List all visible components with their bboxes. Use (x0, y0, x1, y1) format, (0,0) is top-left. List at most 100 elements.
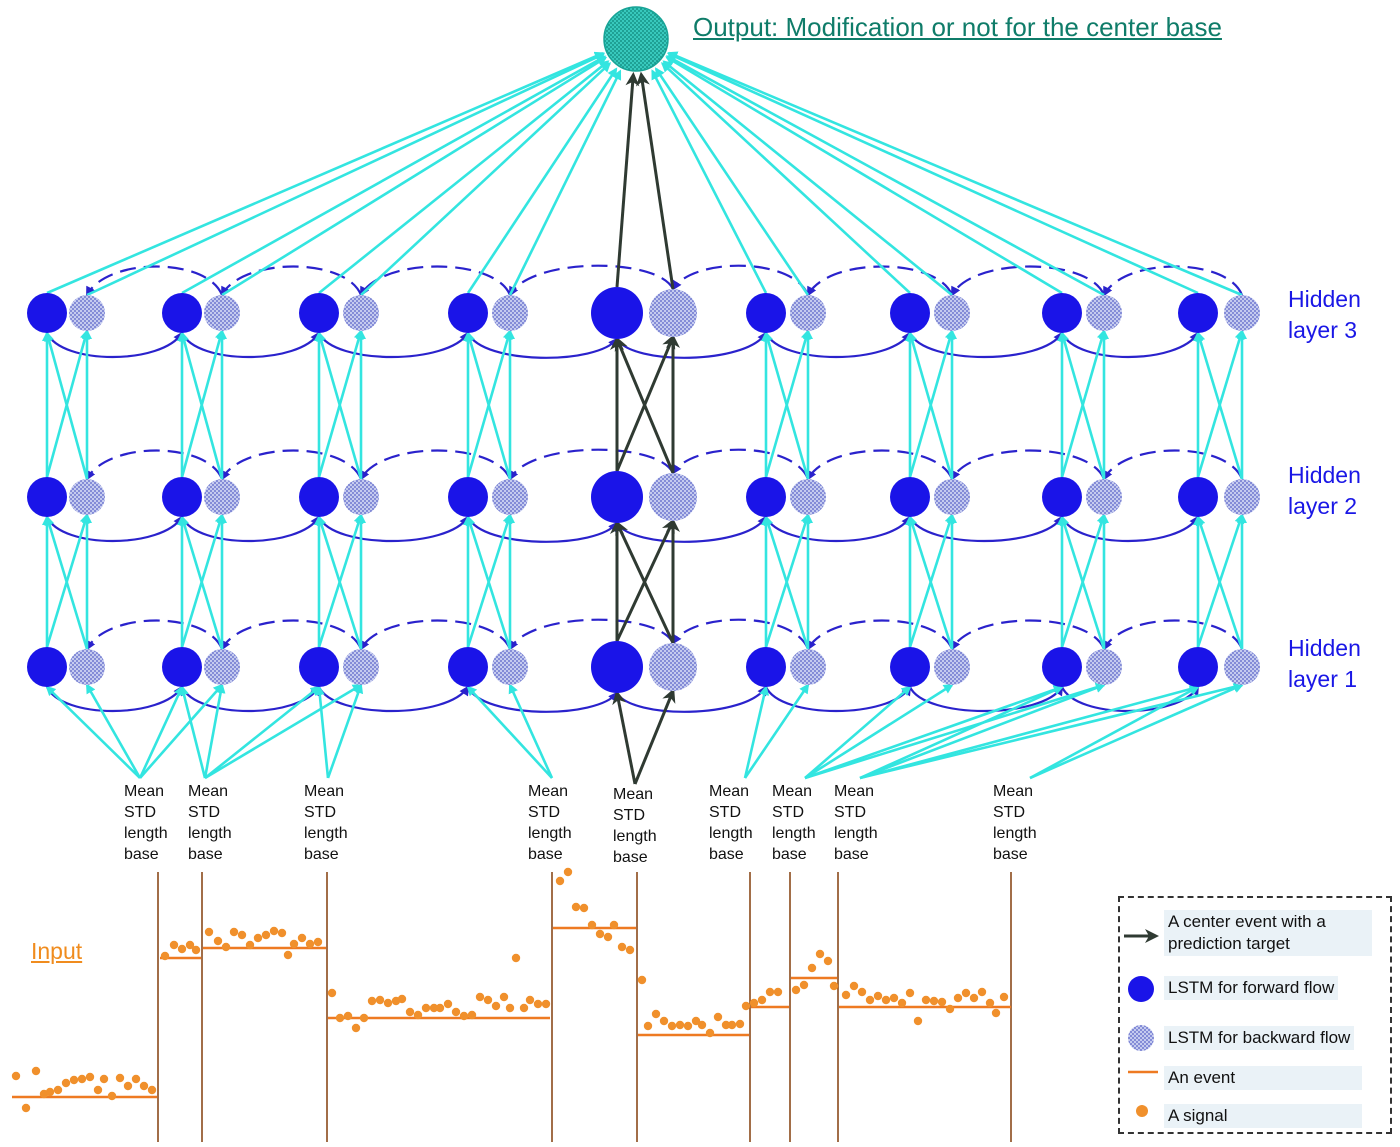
input-arrow (138, 685, 184, 779)
signal-dot (443, 999, 453, 1009)
layer-connections (42, 51, 1247, 785)
forward-lstm-node (27, 477, 67, 517)
signal-dot (221, 942, 231, 952)
forward-lstm-node (746, 647, 786, 687)
signal-dot (191, 945, 201, 955)
signal-dot (625, 945, 635, 955)
signal-dot (313, 937, 323, 947)
input-arrow (804, 684, 1064, 780)
signal-dot (675, 1020, 685, 1030)
forward-recurrent-arrow (765, 331, 912, 359)
output-arrow (660, 62, 911, 294)
signal-dot (815, 949, 825, 959)
backward-lstm-node (934, 295, 970, 331)
forward-lstm-node (448, 647, 488, 687)
signal-dot (297, 933, 307, 943)
forward-lstm-node (299, 477, 339, 517)
signal-dot (237, 930, 247, 940)
signal-dot (587, 920, 597, 930)
backward-lstm-node (343, 479, 379, 515)
signal-dot (85, 1072, 95, 1082)
backward-recurrent-arrow (807, 449, 954, 481)
forward-lstm-node (1042, 293, 1082, 333)
signal-dot (499, 992, 509, 1002)
signal-dot (511, 953, 521, 963)
layer-arrow (907, 331, 954, 480)
layer-arrow (763, 331, 810, 480)
signal-dot (829, 981, 839, 991)
forward-lstm-node (890, 477, 930, 517)
forward-recurrent-arrow (616, 685, 768, 713)
backward-lstm-node (492, 295, 528, 331)
signal-dot (749, 998, 759, 1008)
output-arrow (181, 55, 607, 295)
center-layer-arrow (615, 520, 675, 644)
layer-arrow (465, 515, 512, 650)
backward-lstm-node (934, 479, 970, 515)
forward-recurrent-arrow (46, 515, 184, 543)
output-arrow (654, 67, 810, 296)
backward-recurrent-arrow (509, 264, 674, 297)
backward-lstm-node (69, 649, 105, 685)
signal-dot (147, 1085, 157, 1095)
signal-dot (351, 1023, 361, 1033)
backward-recurrent-arrow (671, 448, 810, 480)
signal-dot (213, 936, 223, 946)
signal-dot (865, 995, 875, 1005)
layer-arrow (179, 331, 224, 480)
output-arrow (665, 55, 1105, 297)
signal-dot (11, 1071, 21, 1081)
backward-recurrent-arrow (360, 619, 512, 651)
forward-recurrent-arrow (1061, 331, 1200, 359)
signal-dot (229, 927, 239, 937)
signal-dot (637, 975, 647, 985)
signal-dot (343, 1011, 353, 1021)
signal-dot (169, 940, 179, 950)
forward-recurrent-arrow (467, 516, 619, 543)
signal-dot (579, 903, 589, 913)
forward-lstm-node (162, 647, 202, 687)
signal-dot (397, 994, 407, 1004)
legend-backward: LSTM for backward flow (1164, 1026, 1355, 1050)
signal-dot (937, 997, 947, 1007)
layer-arrow (1195, 515, 1244, 650)
signal-dot (139, 1081, 149, 1091)
backward-recurrent-arrow (221, 265, 363, 297)
input-arrow (1029, 685, 1200, 780)
forward-lstm-node (1178, 477, 1218, 517)
output-arrow (86, 53, 606, 297)
backward-lstm-node (343, 295, 379, 331)
signal-dot (905, 988, 915, 998)
signal-dot (773, 987, 783, 997)
output-arrow (508, 69, 622, 296)
output-node-group (603, 6, 669, 72)
forward-lstm-node (27, 293, 67, 333)
signal-dot (491, 1001, 501, 1011)
layer-arrow (316, 515, 363, 650)
backward-recurrent-arrow (86, 449, 224, 481)
backward-lstm-node (1086, 649, 1122, 685)
forward-recurrent-arrow (909, 331, 1064, 359)
forward-lstm-node (890, 647, 930, 687)
signal-dot (533, 999, 543, 1009)
input-arrow (859, 683, 1106, 780)
backward-recurrent-arrow (951, 619, 1106, 651)
signal-dot (335, 1013, 345, 1023)
forward-lstm-node (746, 477, 786, 517)
layer-arrow (1195, 331, 1244, 480)
signal-dot (93, 1085, 103, 1095)
forward-recurrent-arrow (318, 685, 470, 713)
signal-dot (451, 1007, 461, 1017)
signal-dot (289, 939, 299, 949)
input-arrow (85, 683, 142, 779)
input-arrow (45, 685, 141, 779)
signal-dot (204, 927, 214, 937)
input-arrow (804, 682, 1106, 780)
forward-lstm-node (162, 477, 202, 517)
signal-dot (413, 1010, 423, 1020)
layer-arrow (465, 331, 512, 480)
